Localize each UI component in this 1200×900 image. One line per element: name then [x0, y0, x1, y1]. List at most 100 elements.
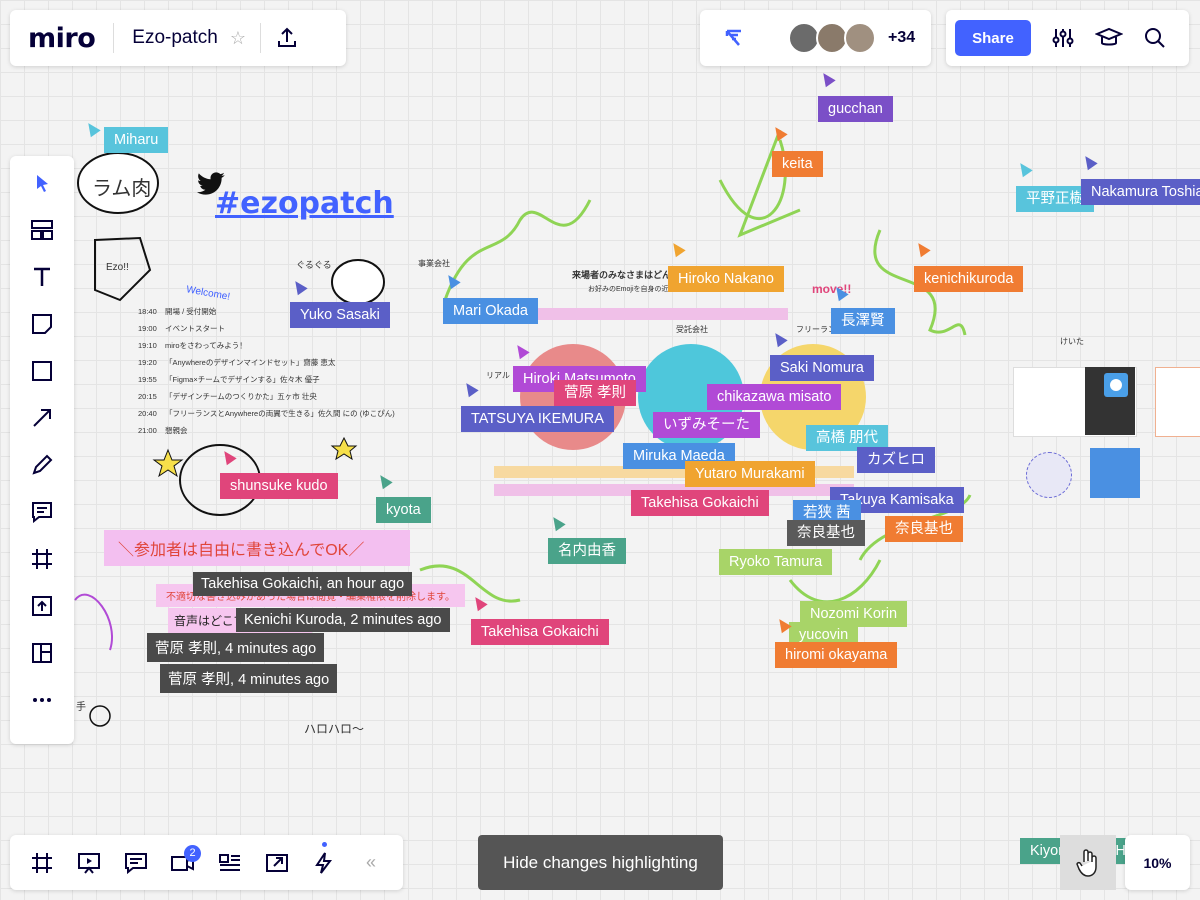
cursor-tag: kenichikuroda	[914, 266, 1024, 292]
settings-sliders-icon[interactable]	[1051, 26, 1075, 50]
twitter-icon	[1104, 373, 1128, 397]
sticky-note-icon[interactable]	[22, 304, 62, 344]
templates-icon[interactable]	[22, 210, 62, 250]
doodle-guruguru: ぐるぐる	[296, 260, 332, 270]
miro-logo[interactable]: miro	[28, 22, 96, 54]
frame-icon[interactable]	[22, 539, 62, 579]
schedule-row: 19:55「Figma×チームでデザインする」佐々木 優子	[138, 375, 320, 384]
qr-code	[1090, 448, 1140, 498]
learning-cap-icon[interactable]	[1095, 26, 1123, 50]
cursor-tag: Yutaro Murakami	[685, 461, 815, 487]
comment-bubble[interactable]: Takehisa Gokaichi, an hour ago	[193, 572, 413, 596]
search-icon[interactable]	[1143, 26, 1167, 50]
cursor-tag: Takehisa Gokaichi	[471, 619, 609, 645]
arrow-line-icon[interactable]	[22, 398, 62, 438]
cursor-tag: Miharu	[104, 127, 169, 153]
banner-free-writing[interactable]: ＼参加者は自由に書き込んでOK／	[104, 530, 410, 566]
shape-tool-icon[interactable]	[22, 351, 62, 391]
label-keita-small: けいた	[1060, 337, 1084, 346]
export-icon[interactable]	[275, 26, 299, 50]
cursor-tag: 菅原 孝則	[554, 380, 637, 406]
presentation-icon[interactable]	[69, 843, 109, 883]
cursor-tag: いずみそーた	[653, 412, 760, 438]
cursor-tag: Hiroko Nakano	[668, 266, 784, 292]
board-header: miro Ezo-patch ☆	[10, 10, 346, 66]
select-tool-icon[interactable]	[22, 163, 62, 203]
avatar-stamp	[1026, 452, 1072, 498]
cursor-tag: kyota	[376, 497, 431, 523]
share-button[interactable]: Share	[955, 20, 1031, 56]
label-contract: 受託会社	[676, 325, 708, 334]
hashtag-title: #ezopatch	[215, 186, 394, 221]
schedule-row: 20:15「デザインチームのつくりかた」五ヶ市 壮央	[138, 392, 317, 401]
top-right-toolbar: Share	[946, 10, 1189, 66]
cursor-tag: hiromi okayama	[775, 642, 898, 668]
participants-count[interactable]: +34	[888, 29, 916, 46]
comment-icon[interactable]	[22, 492, 62, 532]
hand-tool-icon[interactable]	[1060, 835, 1116, 890]
board-layout-icon[interactable]	[22, 633, 62, 673]
doodle-hello: ハロハロ〜	[304, 722, 365, 736]
doodle-te: 手	[76, 702, 86, 713]
cursor-tag: TATSUYA IKEMURA	[461, 406, 614, 432]
board-name[interactable]: Ezo-patch	[132, 27, 218, 48]
more-icon[interactable]	[22, 680, 62, 720]
comment-bubble[interactable]: 菅原 孝則, 4 minutes ago	[147, 633, 325, 662]
cursor-tag: 奈良基也	[885, 516, 963, 542]
collapse-icon[interactable]: «	[365, 852, 376, 872]
notification-badge: 2	[184, 844, 201, 862]
cursor-tag: Ryoko Tamura	[719, 549, 833, 575]
label-question: 来場者のみなさまはどんな方ですか？	[572, 270, 726, 280]
cursor-tag: Saki Nomura	[770, 355, 874, 381]
comment-bubble[interactable]: Kenichi Kuroda, 2 minutes ago	[236, 608, 450, 632]
avatar[interactable]	[844, 22, 876, 54]
left-toolbar	[10, 156, 74, 744]
star-icon[interactable]: ☆	[229, 27, 246, 48]
zoom-level[interactable]: 10%	[1125, 835, 1190, 890]
label-event-company: 事業会社	[418, 259, 450, 268]
video-call-icon[interactable]: 2	[163, 843, 203, 883]
cursor-tag: keita	[772, 151, 823, 177]
cursor-tag: Nakamura Toshiaki	[1081, 179, 1200, 205]
frames-icon[interactable]	[22, 843, 62, 883]
pen-icon[interactable]	[22, 445, 62, 485]
chat-icon[interactable]	[116, 843, 156, 883]
label-real: リアル	[486, 371, 510, 380]
emoji-row[interactable]	[538, 308, 788, 320]
doodle-ezo: Ezo!!	[106, 262, 129, 273]
card-list-icon[interactable]	[210, 843, 250, 883]
twitter-bird-icon	[197, 172, 225, 195]
cursor-tag: chikazawa misato	[707, 384, 842, 410]
upload-icon[interactable]	[22, 586, 62, 626]
cursor-tag: 奈良基也	[787, 520, 865, 546]
cursor-tag: Mari Okada	[443, 298, 538, 324]
collaborators-bar: +34	[700, 10, 931, 66]
cursor-tag: Takehisa Gokaichi	[631, 490, 769, 516]
doodle-ramu: ラム肉	[92, 178, 152, 200]
divider	[259, 23, 261, 53]
hide-changes-button[interactable]: Hide changes highlighting	[478, 835, 723, 890]
label-freelance: フリーランス	[796, 325, 844, 334]
follow-icon[interactable]	[724, 28, 744, 48]
lightning-icon[interactable]	[304, 841, 344, 883]
cursor-tag: 名内由香	[548, 538, 626, 564]
divider	[113, 23, 115, 53]
schedule-row: 20:40「フリーランスとAnywhereの両翼で生きる」佐久間 にの (ゆこぴ…	[138, 409, 395, 418]
comment-bubble[interactable]: 菅原 孝則, 4 minutes ago	[160, 664, 338, 693]
bottom-toolbar: 2 «	[10, 835, 403, 890]
active-dot	[322, 841, 327, 847]
profile-card[interactable]	[1155, 367, 1200, 437]
cursor-tag: Yuko Sasaki	[290, 302, 390, 328]
cursor-tag: 長澤賢	[831, 308, 895, 334]
text-tool-icon[interactable]	[22, 257, 62, 297]
share-screen-icon[interactable]	[257, 843, 297, 883]
schedule-row: 19:20「Anywhereのデザインマインドセット」齋藤 恵太	[138, 358, 336, 367]
cursor-tag: shunsuke kudo	[220, 473, 338, 499]
